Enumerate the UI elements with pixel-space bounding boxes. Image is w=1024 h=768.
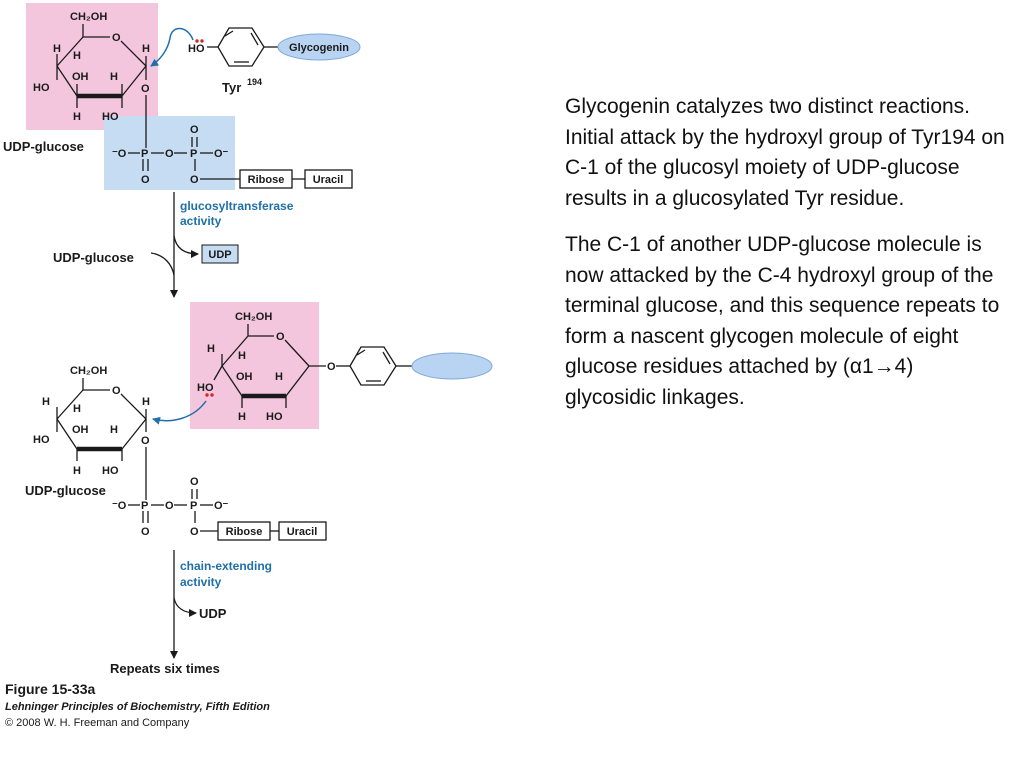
glycogenin-label: Glycogenin — [289, 42, 349, 54]
tyr-hydroxyl-label: HO — [188, 43, 205, 55]
ho-label: HO — [102, 111, 119, 123]
h-label: H — [73, 50, 81, 62]
paragraph-chain-extension: The C-1 of another UDP-glucose molecule … — [565, 233, 1000, 409]
h-label: H — [207, 343, 215, 355]
h-label: H — [275, 371, 283, 383]
glucose-ring-2: CH₂OH O H HO H OH H H HO O — [197, 311, 493, 423]
pink-glucose-box-1 — [26, 3, 158, 130]
oh-label: OH — [72, 424, 89, 436]
glucosyltransferase-label: activity — [180, 214, 222, 228]
oh-label: OH — [72, 71, 89, 83]
oxygen-label: O — [190, 526, 199, 538]
substrate-arrow-icon — [150, 252, 175, 276]
oxygen-label: O — [141, 174, 150, 186]
glycogenin-reaction-diagram: CH₂OH O H HO H OH H H HO H O HO — [3, 3, 493, 729]
copyright-notice: © 2008 W. H. Freeman and Company — [5, 717, 190, 729]
udp-product-label: UDP — [208, 249, 231, 261]
glucose-ring-1: CH₂OH O H HO H OH H H HO H O — [33, 11, 150, 123]
book-title: Lehninger Principles of Biochemistry, Fi… — [5, 701, 270, 713]
tyrosine-glycogenin: HO Glycogenin Tyr 194 — [150, 27, 361, 95]
benzene-ring-icon — [217, 27, 265, 67]
figure-caption: Figure 15-33a Lehninger Principles of Bi… — [5, 681, 270, 729]
udp-product-label: UDP — [199, 606, 227, 621]
ribose-label: Ribose — [248, 174, 285, 186]
product-arrow-icon — [173, 597, 197, 617]
ch2oh-label: CH₂OH — [70, 11, 107, 23]
h-label: H — [42, 396, 50, 408]
h-label: H — [110, 71, 118, 83]
uracil-box — [304, 169, 353, 189]
glucosyltransferase-step: glucosyltransferase activity UDP UDP-glu… — [53, 192, 294, 298]
glucosyltransferase-label: glucosyltransferase — [180, 199, 294, 213]
udp-product-box — [201, 244, 239, 264]
tyr-label: Tyr — [222, 80, 241, 95]
glycogenin-protein-icon — [277, 33, 361, 61]
oxygen-label: O — [190, 124, 199, 136]
electron-pair-icon — [195, 39, 199, 43]
benzene-ring-icon — [349, 346, 397, 386]
chain-extending-label: chain-extending — [180, 559, 272, 573]
phosphorus-label: P — [190, 148, 197, 160]
h-label: H — [110, 424, 118, 436]
uracil-label: Uracil — [313, 174, 344, 186]
blue-udp-box — [104, 116, 235, 190]
glucose-ring-3: CH₂OH O H HO H OH H H HO H O — [33, 365, 207, 477]
phosphorus-label: P — [141, 500, 148, 512]
h-label: H — [142, 396, 150, 408]
ring-oxygen: O — [112, 32, 121, 44]
ring-oxygen: O — [112, 385, 121, 397]
oxygen-label: O — [141, 526, 150, 538]
anomeric-oxygen: O — [141, 83, 150, 95]
o-minus-label: O⁻ — [214, 148, 229, 160]
udp-glucose-label: UDP-glucose — [25, 483, 106, 498]
ring-oxygen: O — [276, 331, 285, 343]
tyr-number: 194 — [247, 77, 262, 87]
h-label: H — [53, 43, 61, 55]
h-label: H — [73, 403, 81, 415]
product-arrow-icon — [173, 235, 199, 258]
ho-label: HO — [266, 411, 283, 423]
electron-pair-icon — [205, 393, 209, 397]
o-minus-label: O⁻ — [214, 500, 229, 512]
ribose-label: Ribose — [226, 526, 263, 538]
oxygen-label: O — [165, 500, 174, 512]
paragraph-initial-attack: Glycogenin catalyzes two distinct reacti… — [565, 95, 1005, 210]
ch2oh-label: CH₂OH — [235, 311, 272, 323]
glycosidic-oxygen: O — [327, 361, 336, 373]
h-label: H — [238, 350, 246, 362]
figure-number: Figure 15-33a — [5, 681, 95, 697]
uracil-box — [278, 521, 327, 541]
udp-chain-1: UDP-glucose ⁻O P O O P O O⁻ O Ribose Ura… — [3, 95, 353, 189]
h-label: H — [73, 111, 81, 123]
oxygen-label: O — [190, 174, 199, 186]
chain-extending-label: activity — [180, 575, 222, 589]
oh-label: OH — [236, 371, 253, 383]
nucleophilic-attack-arrow-icon — [152, 400, 207, 425]
oxygen-label: O — [165, 148, 174, 160]
uracil-label: Uracil — [287, 526, 318, 538]
udp-glucose-label: UDP-glucose — [53, 250, 134, 265]
repeats-label: Repeats six times — [110, 661, 220, 676]
chain-extending-step: chain-extending activity UDP Repeats six… — [110, 550, 272, 676]
phosphorus-label: P — [141, 148, 148, 160]
phosphorus-label: P — [190, 500, 197, 512]
o-minus-label: ⁻O — [112, 500, 127, 512]
anomeric-oxygen: O — [141, 435, 150, 447]
glycogenin-protein-icon — [411, 352, 493, 380]
h-label: H — [238, 411, 246, 423]
h-label: H — [142, 43, 150, 55]
ho-label: HO — [102, 465, 119, 477]
udp-chain-2: UDP-glucose ⁻O P O O P O O⁻ O Ribose Ura… — [25, 447, 327, 541]
ho-label: HO — [33, 434, 50, 446]
o-minus-label: ⁻O — [112, 148, 127, 160]
nucleophilic-attack-arrow-icon — [150, 27, 194, 67]
udp-glucose-label: UDP-glucose — [3, 139, 84, 154]
oxygen-label: O — [190, 476, 199, 488]
c4-hydroxyl-label: HO — [197, 382, 214, 394]
ch2oh-label: CH₂OH — [70, 365, 107, 377]
ho-label: HO — [33, 82, 50, 94]
h-label: H — [73, 465, 81, 477]
explanation-text: Glycogenin catalyzes two distinct reacti… — [565, 92, 1010, 429]
pink-glucose-box-2 — [190, 302, 319, 429]
